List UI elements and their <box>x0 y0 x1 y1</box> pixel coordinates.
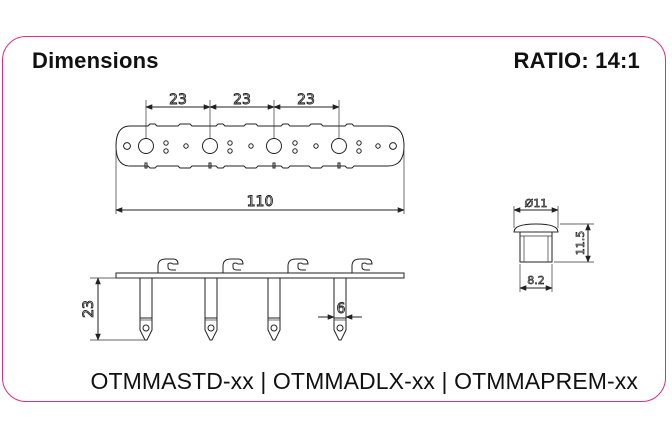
post-3 <box>267 258 309 341</box>
top-view: 23 23 23 110 <box>115 92 405 214</box>
side-view: 23 6 <box>81 258 405 341</box>
page-title: Dimensions <box>32 48 159 73</box>
side-height-label: 23 <box>81 300 97 318</box>
string-hole-3 <box>266 138 282 154</box>
dimensions-card <box>2 36 666 402</box>
spacing-label-2: 23 <box>233 92 251 108</box>
end-hole-left <box>123 142 131 150</box>
post-1 <box>139 258 179 341</box>
string-hole-4 <box>331 138 347 154</box>
detail-width-label: 8.2 <box>527 274 545 287</box>
post-2 <box>204 258 244 341</box>
bar-outline <box>115 123 405 169</box>
bushing-cap <box>513 223 559 233</box>
end-hole-right <box>389 142 397 150</box>
spacing-label-1: 23 <box>169 92 187 108</box>
detail-view: Ø11 11.5 8.2 <box>513 197 594 292</box>
post-4 <box>333 258 373 341</box>
side-width-label: 6 <box>337 301 346 317</box>
bushing-body <box>519 232 553 263</box>
string-hole-1 <box>138 138 154 154</box>
total-length-label: 110 <box>247 194 274 210</box>
spacing-label-3: 23 <box>297 92 315 108</box>
detail-height-label: 11.5 <box>574 231 587 256</box>
ratio-label: RATIO: 14:1 <box>513 48 640 73</box>
string-hole-2 <box>202 138 218 154</box>
diameter-label: Ø11 <box>525 197 548 210</box>
side-bar-plate <box>115 272 405 279</box>
model-numbers: OTMMASTD-xx | OTMMADLX-xx | OTMMAPREM-xx <box>90 368 638 394</box>
